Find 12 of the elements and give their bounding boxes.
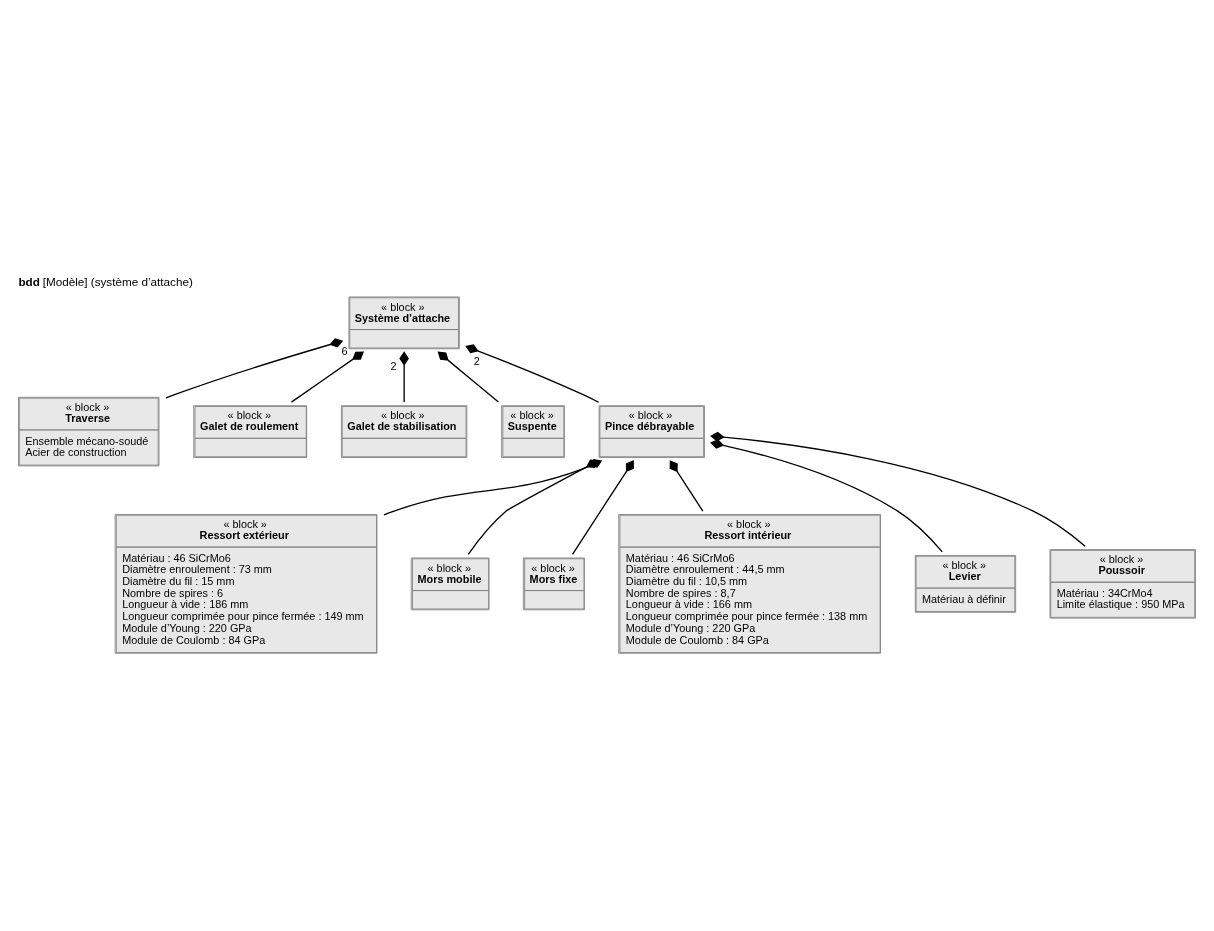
- connector: [710, 431, 1086, 547]
- connector: [437, 351, 500, 403]
- connector: [710, 439, 943, 553]
- edge-label: 2: [473, 354, 480, 367]
- connector: [669, 460, 704, 512]
- connector: [399, 351, 409, 403]
- edge-label: 6: [341, 345, 348, 358]
- connector: [165, 338, 344, 399]
- connector: [290, 351, 365, 403]
- connector: [465, 344, 600, 403]
- edge-label: 2: [390, 360, 397, 373]
- diagram-title: bdd [Modèle] (système d’attache): [18, 275, 193, 289]
